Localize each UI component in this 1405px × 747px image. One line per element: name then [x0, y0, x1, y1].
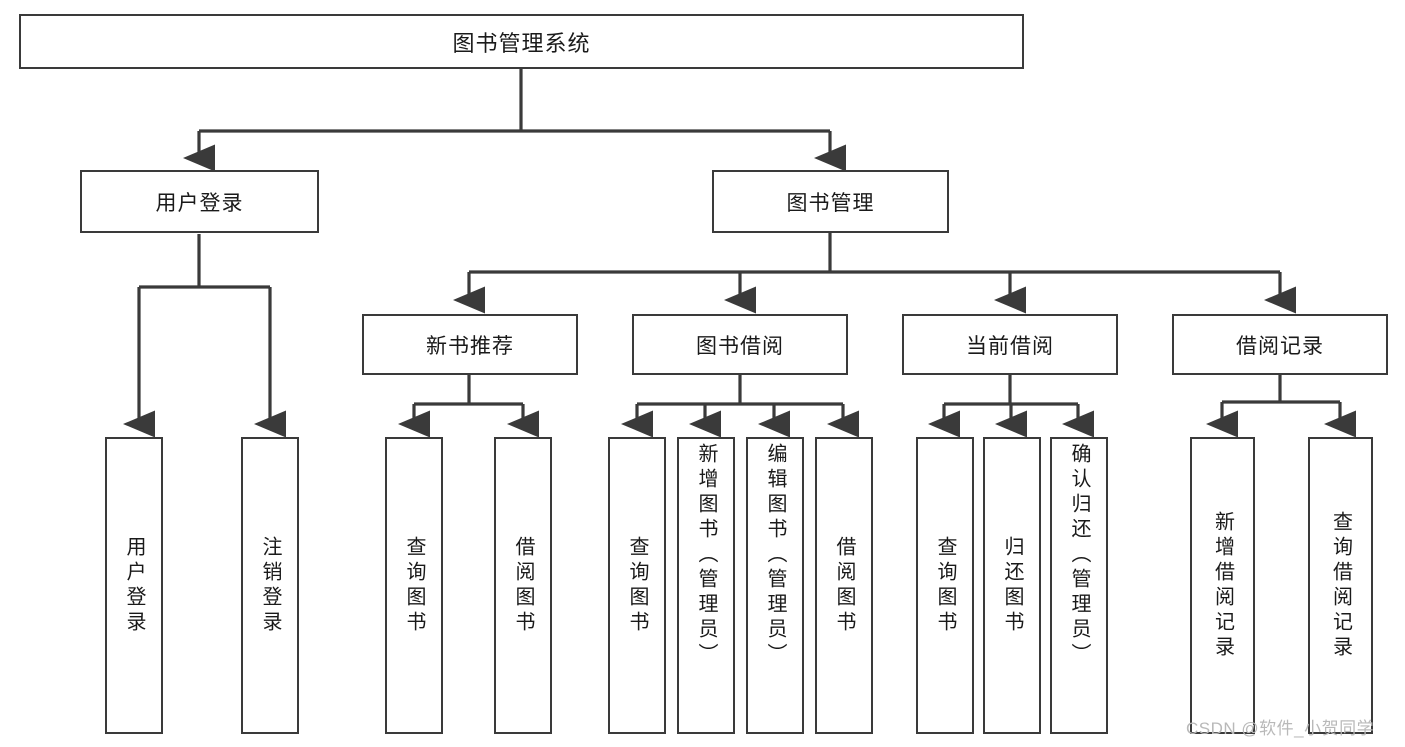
node-root-system[interactable]: 图书管理系统 — [19, 14, 1024, 69]
leaf-new-book-query-book[interactable]: 查询图书 — [385, 437, 443, 734]
leaf-borrow-record-query-record[interactable]: 查询借阅记录 — [1308, 437, 1373, 734]
leaf-book-borrow-query-book[interactable]: 查询图书 — [608, 437, 666, 734]
leaf-book-borrow-borrow-book[interactable]: 借阅图书 — [815, 437, 873, 734]
leaf-current-borrow-query-book[interactable]: 查询图书 — [916, 437, 974, 734]
leaf-current-borrow-return-book[interactable]: 归还图书 — [983, 437, 1041, 734]
leaf-new-book-borrow-book[interactable]: 借阅图书 — [494, 437, 552, 734]
leaf-book-borrow-edit-book-admin[interactable]: 编辑图书（管理员） — [746, 437, 804, 734]
node-new-book-recommend[interactable]: 新书推荐 — [362, 314, 578, 375]
leaf-book-borrow-add-book-admin[interactable]: 新增图书（管理员） — [677, 437, 735, 734]
leaf-user-login-login[interactable]: 用户登录 — [105, 437, 163, 734]
node-book-management[interactable]: 图书管理 — [712, 170, 949, 233]
node-current-borrow[interactable]: 当前借阅 — [902, 314, 1118, 375]
node-borrow-record[interactable]: 借阅记录 — [1172, 314, 1388, 375]
leaf-borrow-record-add-record[interactable]: 新增借阅记录 — [1190, 437, 1255, 734]
leaf-current-borrow-confirm-return-admin[interactable]: 确认归还（管理员） — [1050, 437, 1108, 734]
node-user-login[interactable]: 用户登录 — [80, 170, 319, 233]
leaf-user-login-logout[interactable]: 注销登录 — [241, 437, 299, 734]
node-book-borrow[interactable]: 图书借阅 — [632, 314, 848, 375]
csdn-watermark: CSDN @软件_小贺同学 — [1186, 719, 1375, 738]
